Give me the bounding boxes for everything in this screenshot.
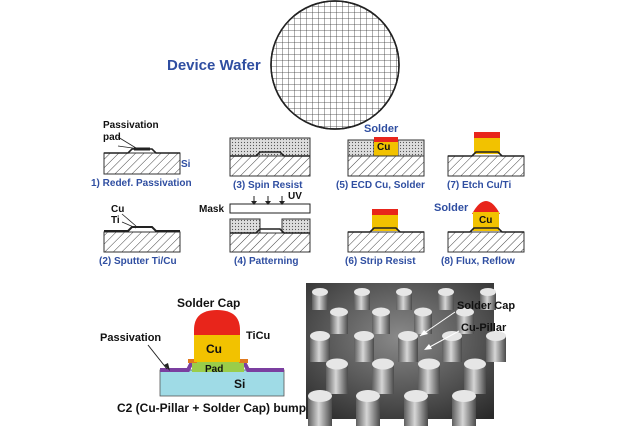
sem-pillar-cap (404, 390, 428, 402)
sem-pillar (372, 312, 390, 334)
sem-pillar-cap (456, 307, 474, 317)
step-3-sketch (229, 137, 311, 177)
sem-pillar (442, 336, 462, 362)
step-2-sketch (103, 213, 181, 253)
sem-pillar-cap (418, 358, 440, 370)
cu-label: Cu (111, 204, 125, 215)
bump-caption: C2 (Cu-Pillar + Solder Cap) bump (117, 401, 307, 415)
sem-pillar-cap (414, 307, 432, 317)
sem-pillar-cap (312, 288, 328, 296)
step-5-sketch (347, 137, 425, 177)
sem-pillar-cap (310, 331, 330, 341)
sem-pillar (414, 312, 432, 334)
sem-pillar (372, 364, 394, 394)
ticu-label: TiCu (246, 330, 271, 342)
cu-label-step5: Cu (377, 142, 391, 153)
device-wafer (270, 0, 400, 130)
sem-cu-pillar-label: Cu-Pillar (461, 322, 507, 334)
sem-pillar-cap (438, 288, 454, 296)
sem-pillar-cap (326, 358, 348, 370)
step-4-caption: (4) Patterning (234, 256, 299, 267)
si-label: Si (181, 159, 191, 170)
sem-pillar-cap (372, 307, 390, 317)
sem-pillar-cap (354, 331, 374, 341)
sem-pillar-cap (486, 331, 506, 341)
sem-pillar (486, 336, 506, 362)
sem-pillar (354, 336, 374, 362)
device-wafer-label: Device Wafer (167, 57, 261, 74)
sem-solder-cap-label: Solder Cap (457, 300, 516, 312)
bump-pad-label: Pad (205, 364, 224, 375)
sem-pillar (326, 364, 348, 394)
sem-pillar-cap (354, 288, 370, 296)
pad-label: pad (103, 132, 121, 143)
mask-label: Mask (199, 204, 225, 215)
passivation-label: Passivation (103, 120, 159, 131)
sem-pillar (456, 312, 474, 334)
step-1-sketch (103, 136, 181, 175)
sem-pillar (438, 292, 454, 310)
ti-label: Ti (111, 215, 120, 226)
sem-pillar (310, 336, 330, 362)
sem-pillar-cap (396, 288, 412, 296)
sem-pillar-cap (372, 358, 394, 370)
step-7-caption: (7) Etch Cu/Ti (447, 180, 512, 191)
sem-pillar (464, 364, 486, 394)
step-2-caption: (2) Sputter Ti/Cu (99, 256, 177, 267)
solder-label-step8: Solder (434, 202, 469, 214)
sem-pillar-cap (356, 390, 380, 402)
sem-pillar (330, 312, 348, 334)
sem-pillar (312, 292, 328, 310)
sem-pillar (398, 336, 418, 362)
sem-pillar (480, 292, 496, 310)
sem-pillar-array (308, 288, 506, 426)
cu-label-step8: Cu (479, 215, 493, 226)
sem-pillar-cap (398, 331, 418, 341)
step-6-sketch (347, 209, 425, 253)
step-4-sketch (229, 196, 311, 253)
sem-image (306, 283, 506, 426)
sem-pillar (354, 292, 370, 310)
bump-si-label: Si (234, 377, 246, 391)
sem-pillar-cap (308, 390, 332, 402)
c2-bump-cross-section (147, 310, 285, 397)
step-8-sketch (447, 201, 525, 253)
bump-cu-label: Cu (206, 342, 222, 356)
step-1-caption: 1) Redef. Passivation (91, 178, 192, 189)
step-6-caption: (6) Strip Resist (345, 256, 416, 267)
step-5-caption: (5) ECD Cu, Solder (336, 180, 425, 191)
bump-solder-cap-label: Solder Cap (177, 296, 241, 310)
step-7-sketch (447, 132, 525, 177)
sem-pillar-cap (464, 358, 486, 370)
sem-pillar (396, 292, 412, 310)
solder-label-step5: Solder (364, 123, 399, 135)
uv-label: UV (288, 191, 302, 202)
step-3-caption: (3) Spin Resist (233, 180, 303, 191)
sem-pillar-cap (480, 288, 496, 296)
sem-pillar-cap (330, 307, 348, 317)
sem-pillar-cap (442, 331, 462, 341)
sem-pillar-cap (452, 390, 476, 402)
step-8-caption: (8) Flux, Reflow (441, 256, 515, 267)
bump-passivation-label: Passivation (100, 332, 162, 344)
sem-pillar (418, 364, 440, 394)
